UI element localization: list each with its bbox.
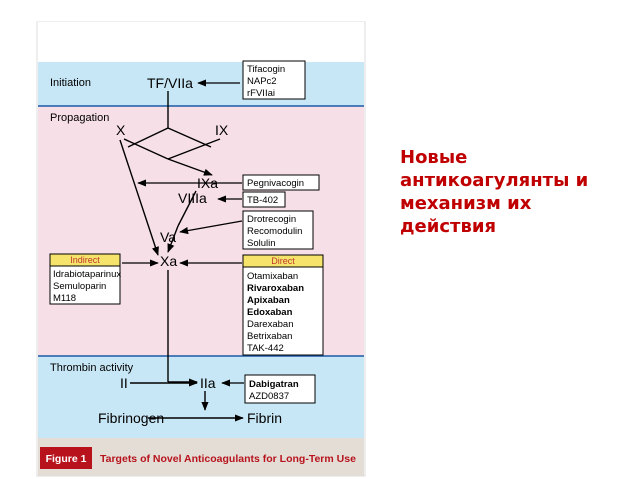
factor-x: X bbox=[116, 122, 126, 138]
drug-darexaban: Darexaban bbox=[247, 319, 293, 330]
caption-label: Figure 1 bbox=[46, 453, 87, 465]
drug-box-tf: Tifacogin NAPc2 rFVIIai bbox=[242, 60, 306, 100]
factor-fibrinogen: Fibrinogen bbox=[98, 410, 164, 426]
drug-betrixaban: Betrixaban bbox=[247, 331, 292, 342]
caption-text: Targets of Novel Anticoagulants for Long… bbox=[100, 453, 356, 465]
drug-apixaban: Apixaban bbox=[247, 295, 290, 306]
initiation-label: Initiation bbox=[50, 77, 91, 89]
indirect-header: Indirect bbox=[70, 255, 100, 265]
drug-recomodulin: Recomodulin bbox=[247, 226, 302, 237]
drug-box-direct: Direct Otamixaban Rivaroxaban Apixaban E… bbox=[242, 254, 324, 356]
drug-azd0837: AZD0837 bbox=[249, 391, 289, 402]
drug-box-indirect: Indirect Idrabiotaparinux Semuloparin M1… bbox=[49, 253, 121, 305]
drug-rivaroxaban: Rivaroxaban bbox=[247, 283, 304, 294]
slide-title: Новые антикоагулянты и механизм их дейст… bbox=[400, 146, 636, 238]
propagation-label: Propagation bbox=[50, 112, 109, 124]
slide-title-line: действия bbox=[400, 216, 497, 237]
drug-napc2: NAPc2 bbox=[247, 76, 277, 87]
drug-otamixaban: Otamixaban bbox=[247, 271, 298, 282]
slide-title-line: механизм их bbox=[400, 193, 532, 214]
drug-semuloparin: Semuloparin bbox=[53, 281, 106, 292]
drug-tak442: TAK-442 bbox=[247, 343, 284, 354]
slide-title-line: Новые bbox=[400, 147, 468, 168]
factor-tf-viia: TF/VIIa bbox=[147, 75, 193, 91]
drug-box-thrombin: Dabigatran AZD0837 bbox=[244, 374, 316, 404]
drug-tb402: TB-402 bbox=[247, 195, 278, 206]
caption-band bbox=[38, 438, 364, 476]
drug-m118: M118 bbox=[53, 293, 76, 304]
drug-box-va: Drotrecogin Recomodulin Solulin bbox=[242, 210, 314, 250]
drug-pegnivacogin: Pegnivacogin bbox=[247, 178, 304, 189]
thrombin-label: Thrombin activity bbox=[50, 362, 134, 374]
factor-iia: IIa bbox=[200, 375, 216, 391]
slide-title-line: антикоагулянты и bbox=[400, 170, 589, 191]
figure-caption: Figure 1 Targets of Novel Anticoagulants… bbox=[40, 447, 356, 469]
drug-rfviiai: rFVIIai bbox=[247, 88, 275, 99]
inhibitor-arrows bbox=[122, 79, 244, 387]
drug-dabigatran: Dabigatran bbox=[249, 379, 299, 390]
drug-solulin: Solulin bbox=[247, 238, 276, 249]
factor-fibrin: Fibrin bbox=[247, 410, 282, 426]
pathway-lines bbox=[119, 91, 244, 422]
drug-drotrecogin: Drotrecogin bbox=[247, 214, 296, 225]
factor-ix: IX bbox=[215, 122, 229, 138]
band-top bbox=[38, 22, 364, 62]
drug-idrabiotaparinux: Idrabiotaparinux bbox=[53, 269, 121, 280]
drug-box-viiia: TB-402 bbox=[242, 191, 286, 208]
drug-tifacogin: Tifacogin bbox=[247, 64, 285, 75]
drug-edoxaban: Edoxaban bbox=[247, 307, 293, 318]
direct-header: Direct bbox=[271, 256, 295, 266]
drug-box-ixa: Pegnivacogin bbox=[242, 174, 320, 191]
factor-xa: Xa bbox=[160, 253, 177, 269]
factor-ii: II bbox=[120, 375, 128, 391]
